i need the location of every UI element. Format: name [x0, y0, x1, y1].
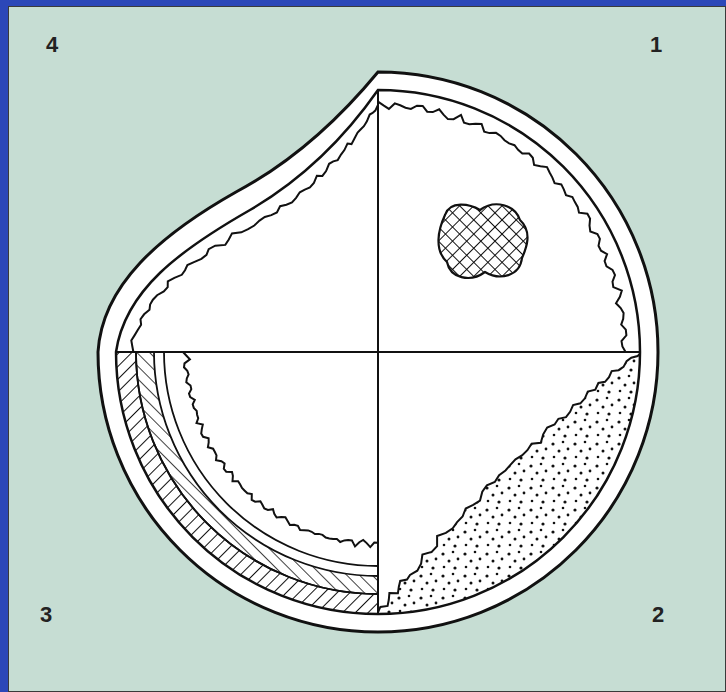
quadrant-number: 3 [40, 604, 52, 626]
quadrant-divider [116, 351, 640, 353]
quadrant-number: 4 [46, 34, 58, 56]
deposit-edge [378, 352, 642, 612]
stippled-deposit [378, 352, 660, 640]
quadrant-number: 1 [650, 34, 662, 56]
outer-wall [98, 72, 658, 632]
layer-line [164, 352, 378, 566]
wavy-line [131, 105, 378, 352]
wavy-line [183, 352, 378, 547]
hatched-layer [136, 352, 378, 594]
inner-wall [116, 90, 640, 614]
wavy-line [378, 102, 626, 352]
quadrant-number: 2 [652, 604, 664, 626]
hatched-blob [438, 204, 527, 278]
